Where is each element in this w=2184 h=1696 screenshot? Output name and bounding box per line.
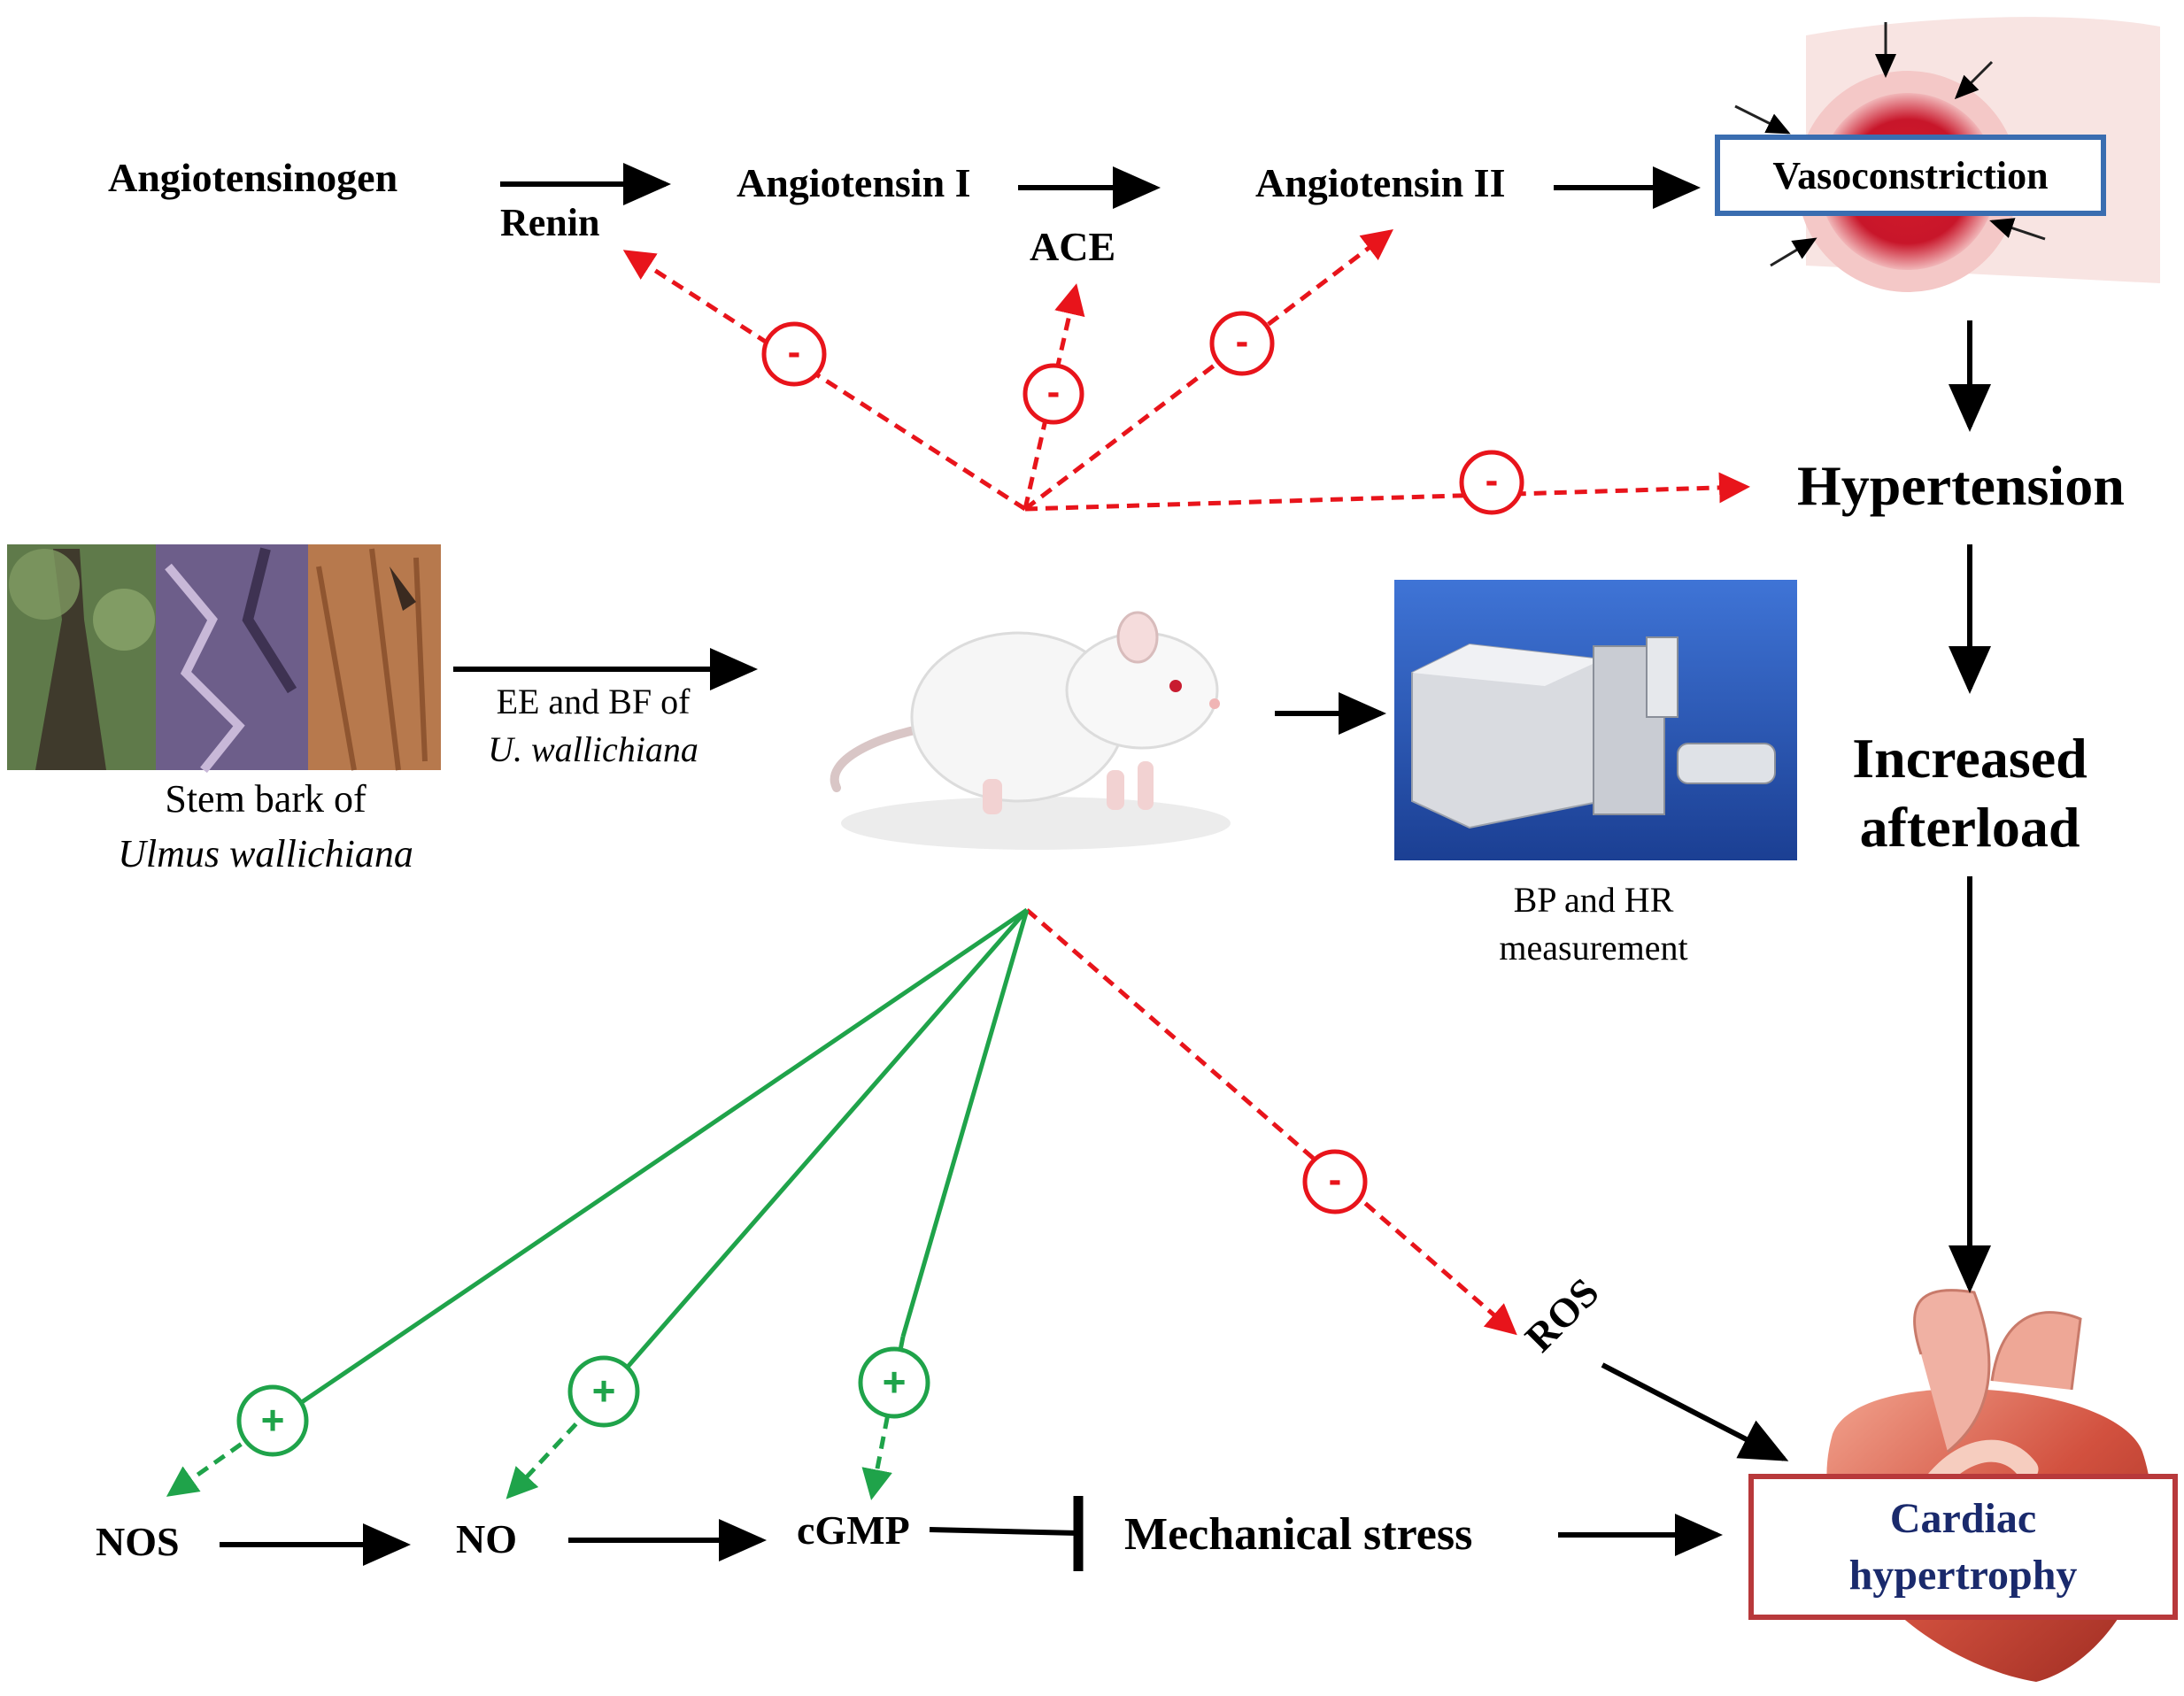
- ace-label: ACE: [1030, 224, 1116, 269]
- measurement-caption: BP and HR measurement: [1461, 876, 1726, 972]
- renin-label: Renin: [500, 201, 600, 244]
- svg-text:-: -: [1329, 1158, 1342, 1201]
- cardiac-hypertrophy-box: Cardiac hypertrophy: [1748, 1474, 2178, 1620]
- treatment-label: EE and BF of U. wallichiana: [460, 678, 726, 774]
- svg-text:+: +: [261, 1397, 285, 1443]
- plus-sign-icon: +: [858, 1346, 930, 1419]
- vasoconstriction-box: Vasoconstriction: [1715, 135, 2106, 216]
- bark-caption-line-1: Stem bark of: [165, 777, 367, 821]
- cardiac-hypertrophy-line-1: Cardiac: [1889, 1494, 2037, 1542]
- vasoconstriction-label: Vasoconstriction: [1772, 153, 2049, 197]
- treatment-label-line-1: EE and BF of: [496, 682, 691, 721]
- increased-afterload-line-2: afterload: [1859, 796, 2080, 859]
- svg-text:+: +: [592, 1368, 616, 1414]
- bark-caption: Stem bark of Ulmus wallichiana: [71, 772, 460, 882]
- angiotensin-ii-label: Angiotensin II: [1255, 160, 1506, 205]
- increased-afterload-label: Increased afterload: [1833, 724, 2107, 862]
- angiotensinogen-label: Angiotensinogen: [108, 155, 398, 200]
- plus-sign-icon: +: [236, 1384, 309, 1457]
- bp-meter-icon: [1394, 580, 1797, 860]
- minus-sign-icon: -: [761, 321, 827, 387]
- minus-sign-icon: -: [1209, 311, 1275, 376]
- svg-text:-: -: [1486, 459, 1499, 502]
- increased-afterload-line-1: Increased: [1852, 727, 2088, 790]
- angiotensin-i-label: Angiotensin I: [737, 160, 971, 205]
- svg-text:+: +: [883, 1359, 907, 1405]
- svg-text:-: -: [1236, 320, 1249, 363]
- black-arrows: [220, 163, 1991, 1571]
- nos-label: NOS: [96, 1519, 180, 1564]
- mechanical-stress-label: Mechanical stress: [1124, 1509, 1473, 1560]
- bark-caption-species: Ulmus wallichiana: [118, 832, 413, 875]
- svg-text:-: -: [788, 330, 801, 374]
- no-label: NO: [456, 1516, 517, 1561]
- minus-sign-icon: -: [1023, 363, 1084, 425]
- treatment-label-species: U. wallichiana: [488, 729, 698, 769]
- plus-sign-icon: +: [567, 1355, 640, 1428]
- minus-sign-icon: -: [1302, 1149, 1368, 1214]
- rat-icon: [830, 611, 1231, 850]
- minus-sign-icon: -: [1459, 450, 1524, 515]
- measurement-caption-line-1: BP and HR: [1513, 880, 1674, 920]
- cardiac-hypertrophy-line-2: hypertrophy: [1848, 1551, 2078, 1599]
- tree-bark-photo: [7, 544, 441, 774]
- svg-text:-: -: [1047, 370, 1061, 413]
- hypertension-label: Hypertension: [1797, 454, 2125, 517]
- cgmp-label: cGMP: [797, 1507, 910, 1553]
- measurement-caption-line-2: measurement: [1499, 928, 1688, 967]
